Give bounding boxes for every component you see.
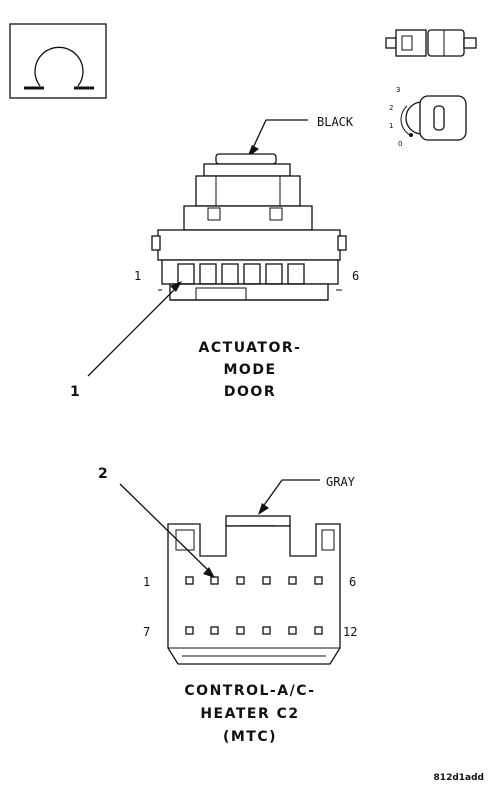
control-heater-connector: GRAY 1 6 7 12 2 CONTROL-A/C- HE <box>98 466 357 745</box>
top-color-label: BLACK <box>317 115 354 129</box>
view-symbol-box <box>9 23 107 99</box>
bottom-connector-name-line-3: (MTC) <box>223 729 277 745</box>
key-position-0: 0 <box>398 140 402 148</box>
bottom-connector-name-line-2: HEATER C2 <box>200 706 299 722</box>
bottom-pin-1-label: 1 <box>143 575 150 589</box>
bottom-pin-7-label: 7 <box>143 625 150 639</box>
key-position-1: 1 <box>389 122 393 130</box>
callout-2: 2 <box>98 466 109 482</box>
open-circle-icon <box>34 46 84 87</box>
bottom-pin-6-label: 6 <box>349 575 356 589</box>
key-position-2: 2 <box>389 104 393 112</box>
top-pin-6-label: 6 <box>352 269 359 283</box>
callout-1: 1 <box>70 384 81 400</box>
ignition-key-icon: 3 2 1 0 <box>389 86 467 148</box>
top-connector-name-line-2: MODE <box>223 362 276 378</box>
figure-code: 812d1add <box>434 773 484 783</box>
key-position-3: 3 <box>396 86 400 94</box>
bottom-pin-12-label: 12 <box>343 625 357 639</box>
connector-mating-icon <box>385 29 477 57</box>
top-pin-1-label: 1 <box>134 269 141 283</box>
bottom-connector-name-line-1: CONTROL-A/C- <box>184 683 315 699</box>
top-connector-name-line-1: ACTUATOR- <box>199 340 302 356</box>
actuator-connector: BLACK 1 6 1 ACTUATOR- MO <box>70 115 359 400</box>
bottom-color-label: GRAY <box>326 475 356 489</box>
top-connector-name-line-3: DOOR <box>224 384 276 400</box>
